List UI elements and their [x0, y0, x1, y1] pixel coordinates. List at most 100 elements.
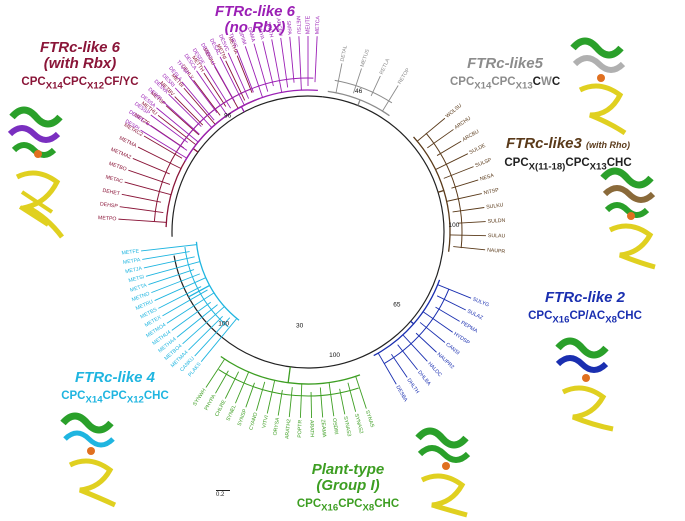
branch	[266, 380, 276, 414]
clade-arc-inner	[383, 288, 450, 365]
branch	[181, 81, 215, 121]
branch	[157, 114, 197, 146]
bootstrap-value: 30	[296, 323, 304, 330]
branch	[162, 100, 200, 135]
branch	[415, 332, 437, 353]
leaf-label: VITVI	[261, 415, 270, 429]
group-title: FTRc-like5	[467, 55, 543, 72]
group-subtitle: (Group I)	[316, 477, 380, 494]
branch	[188, 316, 223, 351]
group-formula: CPCX16CPCX8CHC	[296, 498, 400, 514]
branch	[419, 322, 446, 343]
branch	[150, 114, 188, 143]
tree-backbone	[171, 95, 323, 237]
branch	[183, 87, 216, 125]
leaf-label: METCA	[315, 15, 322, 34]
group-title: Plant-type	[311, 461, 385, 478]
bootstrap-value: 46	[355, 88, 363, 95]
leaf-label: NESA	[479, 173, 495, 183]
branch	[377, 352, 397, 385]
branch	[171, 301, 211, 331]
branch	[397, 344, 418, 371]
branch	[335, 63, 343, 93]
branch	[339, 388, 346, 415]
leaf-label: CYANO	[248, 412, 259, 431]
clade-arc	[373, 279, 441, 357]
label-plant-type: Plant-type (Group I) CPCX16CPCX8CHC	[288, 461, 408, 514]
branch	[174, 87, 213, 128]
leaf-label: SRITH	[265, 22, 274, 39]
branch	[453, 246, 486, 251]
leaf-label: SULAU	[488, 233, 506, 239]
clade-stem	[410, 320, 415, 325]
clade-arc-inner	[218, 369, 359, 397]
leaf-label: METSU	[295, 16, 302, 35]
branch	[142, 251, 190, 260]
clade-arc	[195, 241, 240, 321]
branch	[449, 234, 486, 237]
leaf-label: METPA	[123, 257, 142, 266]
leaf-label: SMPA	[285, 20, 292, 35]
branch	[236, 55, 253, 93]
leaf-label: ZEAMA	[319, 419, 326, 438]
branch	[121, 193, 162, 203]
leaf-label: CHLRE	[214, 399, 227, 418]
leaf-label: METJA	[125, 266, 143, 276]
branch	[158, 286, 202, 309]
branch	[443, 166, 474, 179]
leaf-label: SYNSP	[237, 408, 249, 427]
branch	[370, 75, 381, 97]
branch	[427, 129, 454, 149]
leaf-label: NAUPR2	[436, 352, 456, 371]
leaf-label: RETOP	[397, 67, 412, 86]
branch	[435, 306, 460, 322]
branch	[236, 49, 254, 93]
branch	[298, 36, 302, 91]
group-subtitle: (with Rbx)	[43, 55, 117, 72]
bootstrap-value: 100	[448, 222, 459, 229]
branch	[188, 75, 218, 114]
branch	[211, 60, 235, 102]
branch	[457, 221, 486, 224]
leaf-label: SYNAS3	[342, 416, 352, 437]
leaf-label: MEUTE	[305, 15, 311, 34]
leaf-label: BHYA	[256, 25, 265, 40]
branch	[162, 289, 208, 317]
branch	[219, 56, 245, 106]
leaf-label: METUS	[360, 48, 372, 68]
scale-line	[216, 490, 230, 491]
leaf-label: POPTR	[297, 419, 304, 437]
branch	[446, 193, 482, 202]
branch	[422, 311, 453, 333]
branch	[128, 169, 171, 185]
branch	[196, 70, 228, 116]
branch	[352, 68, 362, 94]
clade-arc	[327, 90, 390, 117]
branch	[271, 39, 283, 93]
branch	[435, 153, 469, 170]
branch	[436, 295, 466, 311]
leaf-label: METBO	[108, 161, 127, 173]
leaf-label: METFE	[121, 248, 140, 256]
label-ftrc-like2: FTRc-like 2 CPCX16CP/ACX8CHC	[520, 290, 650, 326]
leaf-label: DESBA	[394, 385, 408, 404]
leaf-label: ARATH	[308, 420, 314, 438]
group-title: FTRc-like 6	[214, 3, 296, 20]
leaf-label: DEHET	[102, 188, 121, 198]
leaf-label: ORYSA	[272, 417, 281, 436]
branch	[328, 382, 335, 417]
leaf-label: THEIS	[227, 32, 238, 49]
clade-stem	[437, 189, 444, 193]
leaf-label: SULSP	[474, 157, 493, 169]
leaf-label: HYDSP	[452, 331, 471, 346]
branch	[193, 79, 221, 116]
group-subtitle: (no Rbx)	[224, 19, 286, 36]
branch	[289, 36, 295, 83]
protein-structure-image	[415, 427, 471, 518]
leaf-label: ARCBU	[462, 129, 481, 144]
branch	[143, 256, 195, 269]
scale-bar: 0.2	[216, 490, 230, 498]
branch	[168, 93, 202, 127]
branch	[203, 65, 232, 109]
